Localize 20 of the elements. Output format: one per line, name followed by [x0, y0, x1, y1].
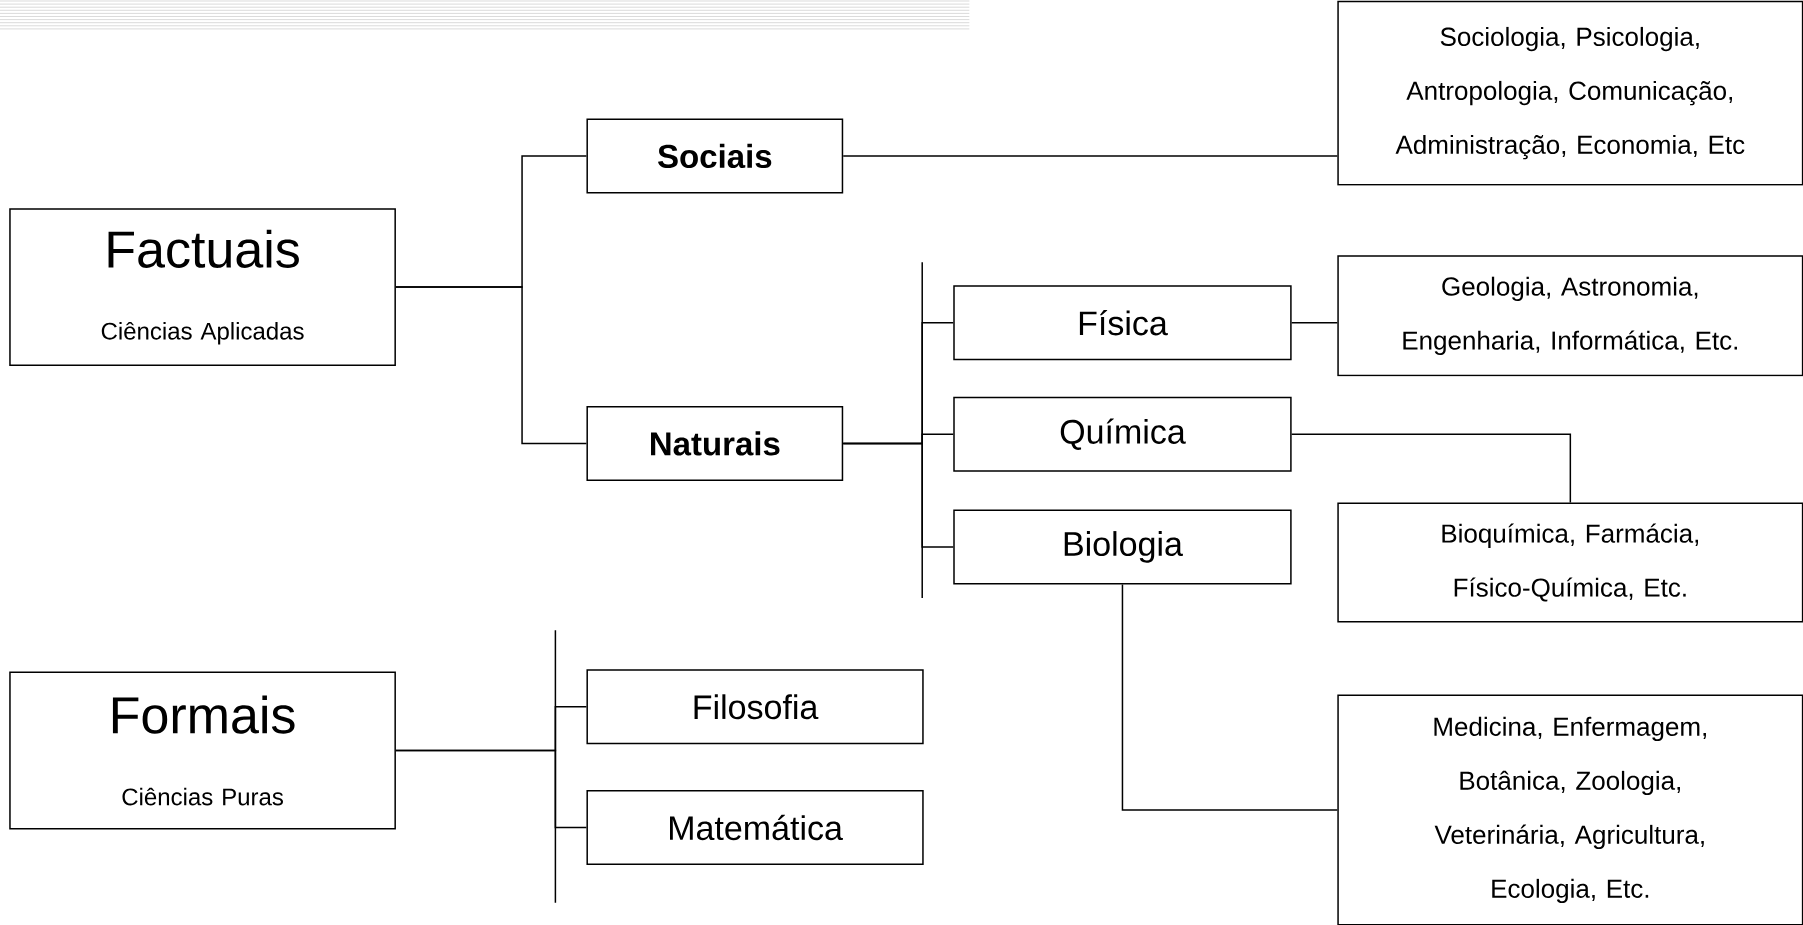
subject-box: Química — [953, 396, 1292, 472]
connector-line — [842, 442, 954, 548]
connector-line — [842, 155, 1339, 157]
branch-box: Naturais — [586, 405, 844, 481]
subject-box: Biologia — [953, 509, 1292, 585]
connector-line — [395, 749, 588, 829]
examples-box: Sociologia, Psicologia, Antropologia, Comunicação, Administração, Economia, Etc — [1337, 0, 1803, 186]
examples-box: Geologia, Astronomia, Engenharia, Informática, Etc. — [1337, 255, 1803, 377]
connector-line — [1290, 433, 1572, 504]
connector-line — [395, 286, 588, 445]
examples-box: Bioquímica, Farmácia, Físico-Química, Etc. — [1337, 502, 1803, 623]
subject-box: Física — [953, 285, 1292, 361]
category-box: Factuais Ciências Aplicadas — [9, 208, 396, 366]
subject-box: Matemática — [586, 789, 924, 866]
connector-line — [1121, 583, 1339, 811]
examples-box: Medicina, Enfermagem, Botânica, Zoologia, Veterinária, Agricultura, Ecologia, Etc. — [1337, 694, 1803, 925]
subject-box: Filosofia — [586, 669, 924, 745]
connector-line — [1290, 321, 1339, 324]
category-box: Formais Ciências Puras — [9, 671, 396, 830]
branch-box: Sociais — [586, 118, 844, 194]
